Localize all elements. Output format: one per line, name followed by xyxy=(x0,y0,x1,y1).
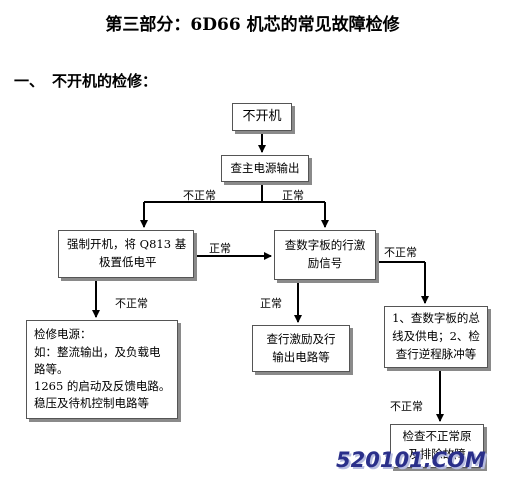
box-check-main-power-text: 查主电源输出 xyxy=(230,160,300,175)
label-normal-right: 正常 xyxy=(282,189,304,202)
box-check-abnormal: 检查不正常原 及排除故障 xyxy=(390,424,484,468)
box-no-power: 不开机 xyxy=(232,103,292,131)
psu-line-1: 检修电源： xyxy=(34,327,92,342)
label-abnormal-force: 不正常 xyxy=(115,297,148,310)
box-check-bus: 1、查数字板的总 线及供电；2、检 查行逆程脉冲等 xyxy=(384,306,488,368)
bus-line-2: 线及供电；2、检 xyxy=(392,329,480,344)
abnormal-line-2: 及排除故障 xyxy=(408,447,466,461)
box-check-drive: 查行激励及行 输出电路等 xyxy=(252,325,350,372)
bus-line-1: 1、查数字板的总 xyxy=(392,311,480,326)
psu-line-5: 稳压及待机控制电路等 xyxy=(34,396,149,411)
box-no-power-text: 不开机 xyxy=(242,108,282,124)
box-check-main-power: 查主电源输出 xyxy=(221,155,309,182)
section-title: 不开机的检修： xyxy=(52,72,158,90)
check-board-line-2: 励信号 xyxy=(307,256,343,270)
check-board-line-1: 查数字板的行激 xyxy=(284,238,366,253)
label-normal-drive: 正常 xyxy=(260,297,282,310)
force-on-line-2: 极置低电平 xyxy=(99,255,157,269)
label-abnormal-bus: 不正常 xyxy=(390,400,423,413)
psu-line-3: 路等。 xyxy=(34,361,69,376)
abnormal-line-1: 检查不正常原 xyxy=(402,429,472,444)
section-heading: 一、不开机的检修： xyxy=(14,70,157,91)
label-abnormal-board: 不正常 xyxy=(384,246,417,259)
force-on-line-1: 强制开机，将 Q813 基 xyxy=(67,237,187,252)
box-check-board: 查数字板的行激 励信号 xyxy=(274,230,376,280)
box-force-on: 强制开机，将 Q813 基 极置低电平 xyxy=(58,230,194,278)
label-abnormal-left: 不正常 xyxy=(183,189,216,202)
watermark-logo: 520101.COM xyxy=(336,448,486,472)
drive-line-1: 查行激励及行 xyxy=(266,331,336,346)
psu-line-2: 如：整流输出，及负载电 xyxy=(34,344,161,359)
label-normal-middle: 正常 xyxy=(209,242,231,255)
bus-line-3: 查行逆程脉冲等 xyxy=(395,346,477,361)
page-title: 第三部分：6D66 机芯的常见故障检修 xyxy=(105,15,400,35)
drive-line-2: 输出电路等 xyxy=(272,349,330,364)
psu-line-4: 1265 的启动及反馈电路。 xyxy=(34,379,171,394)
section-number: 一、 xyxy=(14,72,45,90)
box-check-psu: 检修电源： 如：整流输出，及负载电 路等。 1265 的启动及反馈电路。 稳压及… xyxy=(26,320,178,419)
